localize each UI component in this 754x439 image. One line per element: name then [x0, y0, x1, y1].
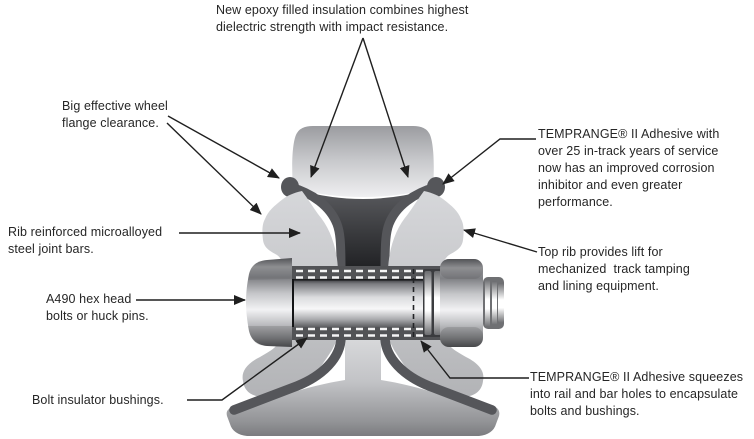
label-epoxy-insulation-line-1: New epoxy filled insulation combines hig…	[216, 3, 469, 17]
label-top-rib-line-3: and lining equipment.	[538, 279, 659, 293]
nut	[440, 259, 483, 347]
epoxy-insulation-layer	[285, 182, 441, 275]
leader-flange-2	[166, 122, 262, 215]
leader-flange-1	[167, 115, 280, 179]
label-adhesive-squeezes: TEMPRANGE® II Adhesive squeezes into rai…	[530, 369, 743, 420]
epoxy-knob-right	[427, 177, 445, 197]
label-bolts: A490 hex head bolts or huck pins.	[46, 291, 149, 325]
bolt-threads	[483, 277, 504, 329]
rail-head	[292, 126, 434, 197]
bolt-shaft-left-edge	[292, 279, 294, 327]
label-adhesive-service-line-1: TEMPRANGE® II Adhesive with	[538, 127, 720, 141]
hex-bolt-head	[246, 258, 292, 347]
leader-top-rib	[463, 228, 538, 253]
label-adhesive-service: TEMPRANGE® II Adhesive with over 25 in-t…	[538, 126, 719, 211]
label-top-rib-line-2: mechanized track tamping	[538, 262, 690, 276]
label-joint-bars: Rib reinforced microalloyed steel joint …	[8, 224, 162, 258]
washers	[423, 269, 442, 337]
label-epoxy-insulation-line-2: dielectric strength with impact resistan…	[216, 20, 449, 34]
bolt-shaft-top-edge	[292, 279, 424, 281]
label-adhesive-squeezes-line-2: into rail and bar holes to encapsulate	[530, 387, 739, 401]
label-adhesive-service-line-5: performance.	[538, 195, 613, 209]
label-bolts-line-2: bolts or huck pins.	[46, 309, 149, 323]
web-epoxy-adhesive	[229, 332, 497, 415]
label-adhesive-service-line-3: now has an improved corrosion	[538, 161, 715, 175]
leader-epoxy-left	[310, 37, 364, 178]
label-adhesive-squeezes-line-3: bolts and bushings.	[530, 404, 640, 418]
label-epoxy-insulation: New epoxy filled insulation combines hig…	[216, 2, 468, 36]
label-wheel-flange-line-1: Big effective wheel	[62, 99, 168, 113]
label-top-rib: Top rib provides lift for mechanized tra…	[538, 244, 690, 295]
bolt-shaft	[292, 279, 424, 327]
label-adhesive-squeezes-line-1: TEMPRANGE® II Adhesive squeezes	[530, 370, 744, 384]
label-bushings: Bolt insulator bushings.	[32, 392, 164, 409]
leader-epoxy-right	[362, 37, 410, 178]
label-adhesive-service-line-2: over 25 in-track years of service	[538, 144, 719, 158]
label-bushings-line-1: Bolt insulator bushings.	[32, 393, 164, 407]
label-joint-bars-line-1: Rib reinforced microalloyed	[8, 225, 163, 239]
bolt-assembly	[246, 258, 504, 347]
leader-adhesive-squeezes	[420, 340, 529, 379]
rail-web-gap	[298, 190, 428, 272]
label-wheel-flange: Big effective wheel flange clearance.	[62, 98, 168, 132]
leader-adhesive-service	[442, 138, 536, 185]
rail-base	[226, 338, 500, 436]
label-bolts-line-1: A490 hex head	[46, 292, 132, 306]
leader-lines	[136, 37, 538, 401]
epoxy-knob-left	[281, 177, 299, 197]
label-wheel-flange-line-2: flange clearance.	[62, 116, 159, 130]
leader-bushings	[187, 337, 308, 401]
label-joint-bars-line-2: steel joint bars.	[8, 242, 94, 256]
label-adhesive-service-line-4: inhibitor and even greater	[538, 178, 683, 192]
label-top-rib-line-1: Top rib provides lift for	[538, 245, 663, 259]
